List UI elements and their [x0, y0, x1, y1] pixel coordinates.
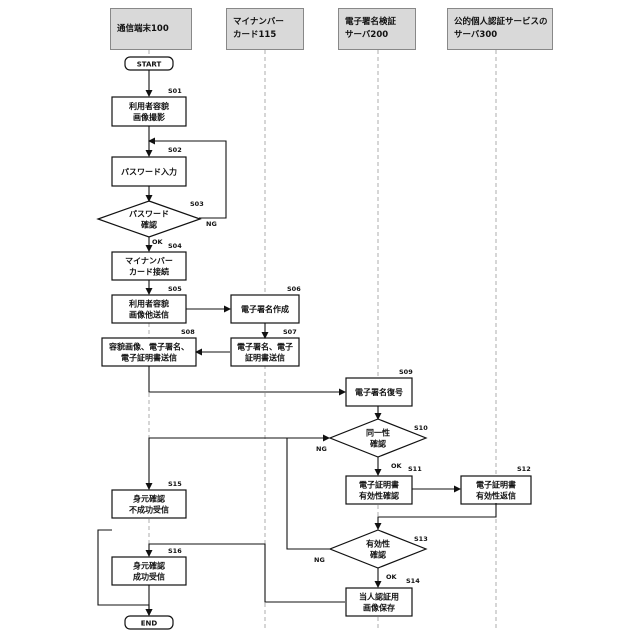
- step-text: 画像撮影: [133, 112, 165, 122]
- flow-step-s10: 同一性確認 S10: [330, 419, 428, 457]
- step-number: S10: [414, 424, 428, 432]
- label-s10-ng: NG: [316, 445, 327, 453]
- step-number: S13: [414, 535, 428, 543]
- arrow-s08-s09: [149, 366, 345, 392]
- flow-step-s11: 電子証明書有効性確認 S11: [346, 465, 422, 504]
- step-text: マイナンバー: [125, 257, 173, 266]
- step-number: S03: [190, 200, 204, 208]
- step-number: S09: [399, 368, 413, 376]
- step-text: 身元確認: [133, 561, 165, 571]
- step-text: 確認: [370, 439, 386, 449]
- step-number: S06: [287, 285, 301, 293]
- step-text: 容貌画像、電子署名、: [108, 342, 189, 352]
- label-s13-ng: NG: [314, 556, 325, 564]
- step-text: 身元確認: [133, 494, 165, 504]
- decision-diamond: [98, 201, 200, 237]
- flow-step-s03: パスワード確認 S03: [98, 200, 204, 237]
- step-number: S02: [168, 146, 182, 154]
- decision-diamond: [330, 419, 426, 457]
- step-text: パスワード: [129, 209, 169, 219]
- step-text: 証明書送信: [245, 353, 285, 363]
- step-number: S12: [517, 465, 531, 473]
- step-text: 電子証明書: [359, 480, 399, 490]
- label-s10-ok: OK: [391, 462, 403, 470]
- step-text: 電子証明書送信: [121, 353, 177, 363]
- step-text: 有効性返信: [476, 491, 516, 501]
- label-s03-ok: OK: [152, 238, 164, 246]
- flow-step-s09: 電子署名復号 S09: [346, 368, 413, 406]
- step-text: 当人認証用: [359, 592, 399, 602]
- start-terminal: START: [125, 57, 173, 70]
- step-number: S15: [168, 480, 182, 488]
- step-number: S05: [168, 285, 182, 293]
- step-text: 画像保存: [363, 603, 395, 613]
- end-terminal: END: [125, 616, 173, 629]
- step-text: 有効性: [366, 539, 390, 549]
- step-text: 電子署名作成: [241, 304, 289, 314]
- step-number: S01: [168, 87, 182, 95]
- step-text: 画像他送信: [129, 310, 169, 320]
- step-text: 電子署名復号: [355, 387, 403, 397]
- step-text: 成功受信: [133, 572, 165, 582]
- step-text: 電子署名、電子: [237, 342, 293, 352]
- label-s13-ok: OK: [386, 573, 398, 581]
- step-text: 不成功受信: [129, 505, 169, 515]
- step-number: S11: [408, 465, 422, 473]
- step-text: 電子証明書: [476, 480, 516, 490]
- step-text: パスワード入力: [121, 167, 177, 177]
- flow-step-s13: 有効性確認 S13: [330, 530, 428, 568]
- flow-step-s14: 当人認証用画像保存 S14: [346, 577, 420, 616]
- step-number: S16: [168, 547, 182, 555]
- decision-diamond: [330, 530, 426, 568]
- label-s03-ng: NG: [206, 220, 217, 228]
- step-text: 同一性: [366, 428, 390, 438]
- step-text: 確認: [370, 550, 386, 560]
- step-text: 有効性確認: [359, 491, 399, 501]
- end-label: END: [141, 620, 158, 628]
- arrow-s13-ng-s10: [287, 438, 331, 549]
- step-text: 利用者容貌: [128, 101, 169, 111]
- step-number: S07: [283, 328, 297, 336]
- flow-step-s06: 電子署名作成 S06: [231, 285, 301, 323]
- step-number: S04: [168, 242, 182, 250]
- step-number: S14: [406, 577, 420, 585]
- start-label: START: [137, 61, 162, 69]
- step-text: 確認: [141, 220, 157, 230]
- step-text: 利用者容貌: [128, 299, 169, 309]
- arrow-s12-s13: [378, 503, 496, 529]
- step-number: S08: [181, 328, 195, 336]
- step-text: カード接続: [129, 267, 169, 277]
